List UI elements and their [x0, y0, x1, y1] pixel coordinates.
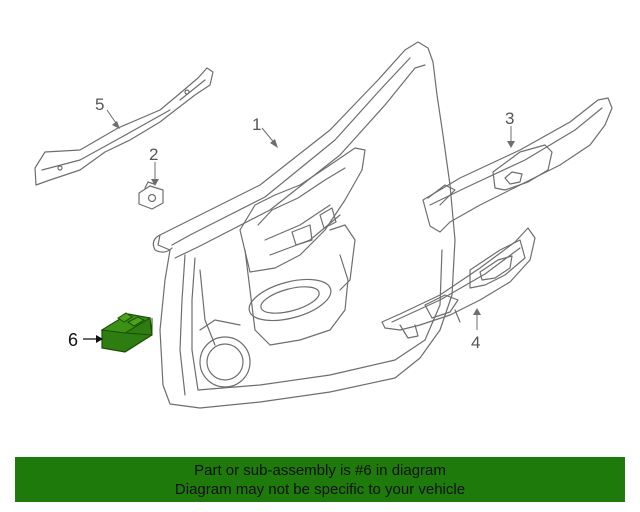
callout-2: 2 — [149, 145, 158, 164]
part-6-power-window-switch — [100, 312, 153, 353]
arrowhead-5 — [112, 121, 120, 129]
callout-4: 4 — [471, 333, 480, 352]
banner-line-2: Diagram may not be specific to your vehi… — [174, 480, 466, 498]
part-4-window-switch — [381, 227, 536, 339]
arrowhead-1 — [270, 139, 278, 148]
arrowhead-3 — [507, 141, 515, 148]
callout-3: 3 — [505, 109, 514, 128]
callout-1: 1 — [252, 115, 261, 134]
parts-diagram: 1 2 3 4 5 6 — [34, 41, 613, 409]
banner-line-1: Part or sub-assembly is #6 in diagram — [194, 461, 446, 479]
arrowhead-2 — [151, 179, 159, 186]
part-2-clip — [138, 181, 164, 210]
arrowhead-4 — [473, 308, 481, 315]
part-5-garnish-bracket — [34, 67, 214, 186]
callout-6: 6 — [68, 330, 78, 350]
part-1-door-trim-panel — [152, 41, 456, 409]
info-banner: Part or sub-assembly is #6 in diagram Di… — [15, 457, 625, 502]
callout-5: 5 — [95, 95, 104, 114]
arrowhead-6 — [96, 335, 103, 343]
part-3-switch-finisher — [422, 97, 613, 233]
